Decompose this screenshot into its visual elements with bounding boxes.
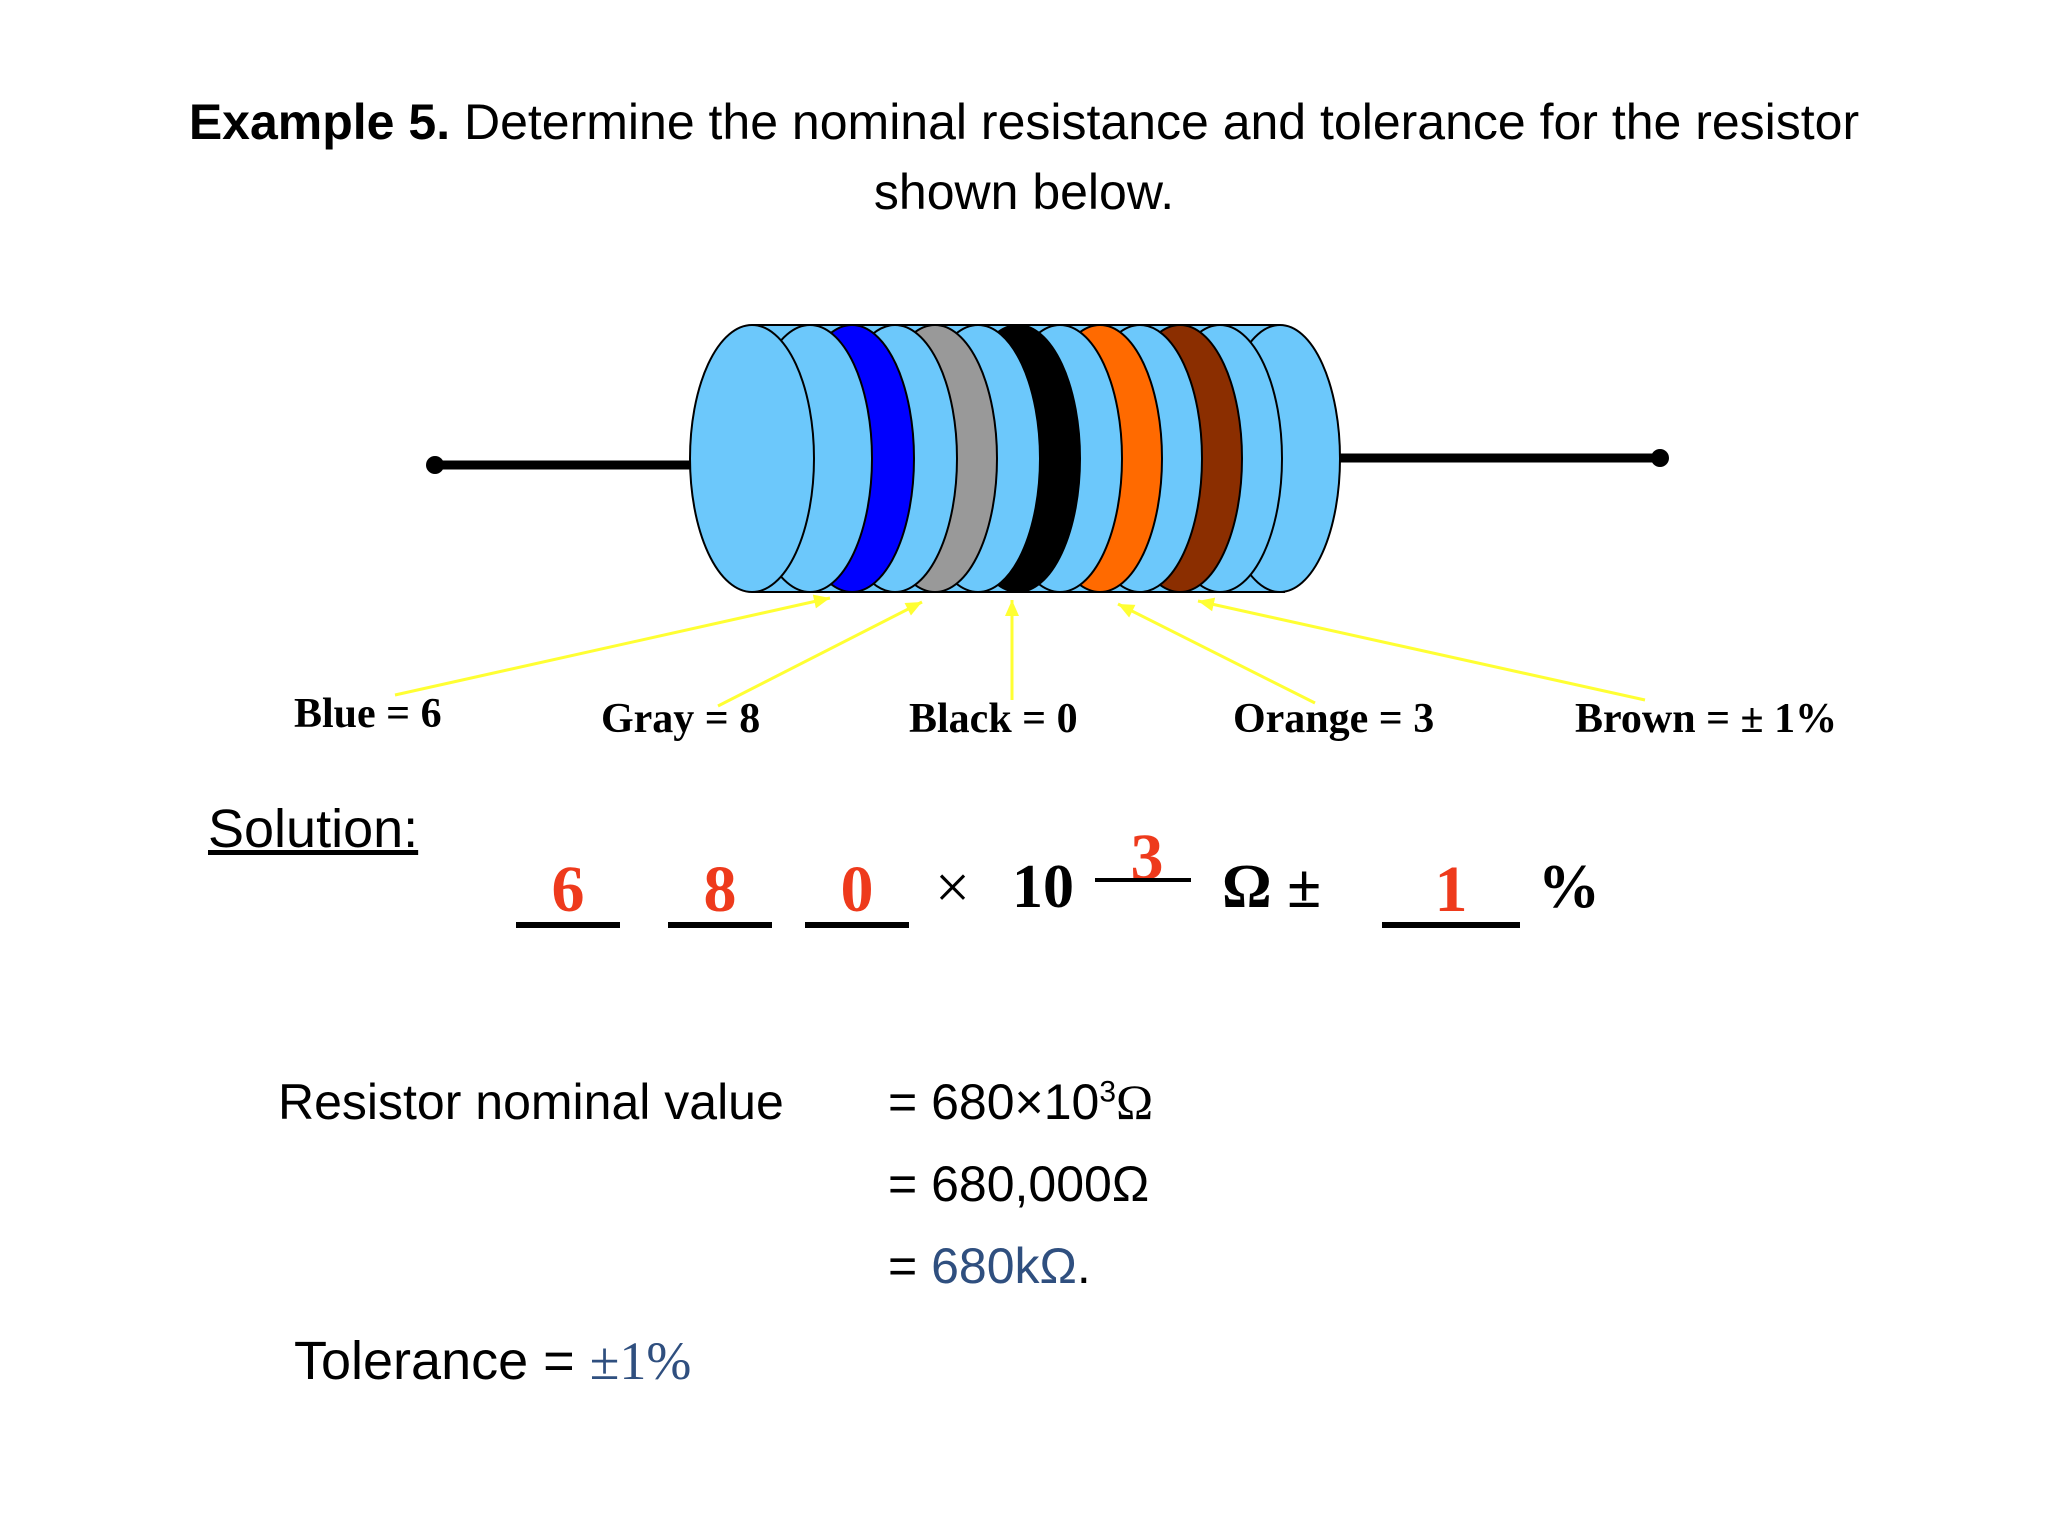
nominal-line1-suffix: Ω (1116, 1074, 1154, 1130)
pointer-gray (717, 600, 923, 708)
label-black: Black = 0 (909, 696, 1078, 742)
pointer-orange-head (1118, 604, 1136, 618)
blank-exponent (1095, 878, 1191, 882)
pointer-arrows (394, 594, 1646, 708)
blank-tolerance (1382, 922, 1520, 928)
solution-label: Solution: (208, 799, 419, 859)
blank-2 (668, 922, 772, 928)
pointer-orange (1117, 602, 1316, 705)
nominal-line3: = 680kΩ. (888, 1237, 1091, 1295)
title-line1: Determine the nominal resistance and tol… (464, 94, 1860, 150)
pointer-blue (394, 596, 831, 697)
pointer-gray-head (904, 602, 922, 616)
pointer-black-head (1005, 600, 1019, 616)
ohm-plusminus: Ω ± (1222, 853, 1322, 921)
nominal-label: Resistor nominal value (278, 1074, 784, 1130)
blank-1 (516, 922, 620, 928)
label-brown: Brown = ± 1% (1575, 696, 1838, 742)
left-end-cap (689, 324, 815, 593)
resistor-diagram (394, 324, 1669, 708)
ten: 10 (1012, 853, 1074, 921)
label-orange: Orange = 3 (1233, 696, 1435, 742)
blank-3 (805, 922, 909, 928)
tolerance-value: ±1% (589, 1331, 692, 1391)
pointer-blue-head (812, 594, 830, 609)
nominal-line1-prefix: = 680×10 (888, 1074, 1100, 1130)
nominal-line3-value: 680kΩ (931, 1238, 1077, 1294)
nominal-line1: = 680×103Ω (888, 1073, 1153, 1131)
label-gray: Gray = 8 (601, 696, 761, 742)
label-blue: Blue = 6 (294, 691, 442, 737)
title-bold: Example 5. (188, 94, 451, 150)
tolerance-digit: 1 (1434, 853, 1468, 926)
nominal-line2: = 680,000Ω (888, 1156, 1150, 1212)
digit-2: 8 (703, 853, 737, 926)
pointer-brown (1197, 599, 1646, 702)
nominal-line1-sup: 3 (1099, 1075, 1117, 1109)
digit-3: 0 (840, 853, 874, 926)
percent-sign: % (1538, 853, 1600, 921)
digit-1: 6 (551, 853, 585, 926)
tolerance-prefix: Tolerance = (294, 1331, 590, 1391)
exponent: 3 (1130, 821, 1164, 894)
nominal-line3-suffix: . (1076, 1238, 1091, 1294)
pointer-brown-head (1198, 597, 1216, 612)
title: Example 5. Determine the nominal resista… (0, 88, 2048, 156)
tolerance-line: Tolerance = ±1% (294, 1330, 691, 1392)
resistor-body (689, 324, 1341, 593)
right-lead-end (1651, 449, 1669, 467)
title-line2: shown below. (873, 164, 1175, 220)
left-lead-end (426, 456, 444, 474)
nominal-line3-prefix: = (888, 1238, 932, 1294)
times-symbol: × (935, 854, 970, 922)
